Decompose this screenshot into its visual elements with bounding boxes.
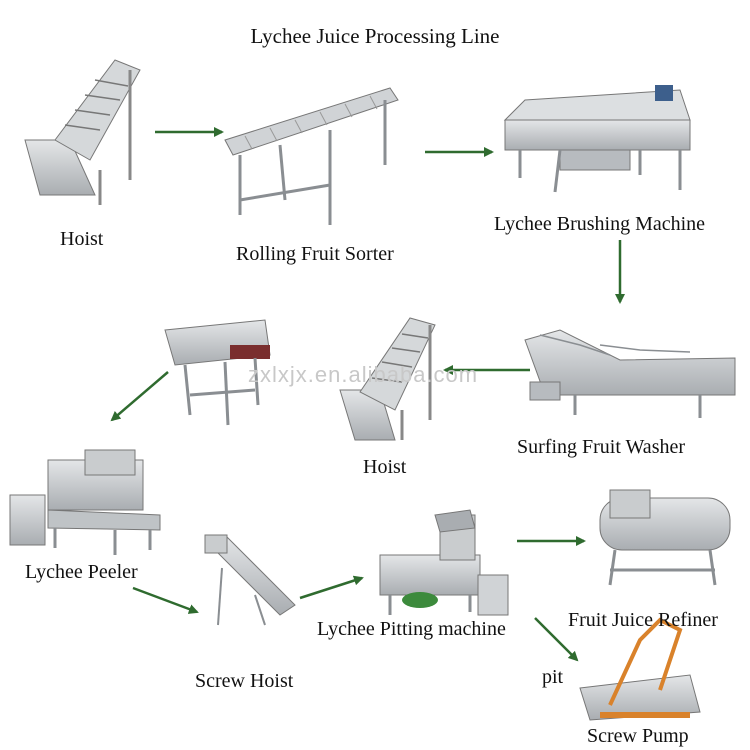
vibrating-sieve-machine <box>164 319 271 426</box>
surfing-washer-machine <box>524 329 736 418</box>
label-hoist-1: Hoist <box>60 228 104 250</box>
label-surfing-washer: Surfing Fruit Washer <box>517 436 686 458</box>
arrow-sieve-to-peeler <box>110 371 169 422</box>
label-pit: pit <box>542 666 564 688</box>
label-hoist-2: Hoist <box>363 456 407 478</box>
hoist-2-machine <box>339 317 436 441</box>
label-peeler: Lychee Peeler <box>25 561 138 583</box>
flow-arrows <box>110 127 625 662</box>
label-rolling-sorter: Rolling Fruit Sorter <box>236 243 394 265</box>
diagram-title: Lychee Juice Processing Line <box>250 24 500 48</box>
brushing-machine <box>503 85 691 193</box>
arrow-peeler-to-screw-hoist <box>132 586 199 614</box>
screw-pump-machine <box>579 617 701 721</box>
pitting-machine <box>379 509 509 616</box>
label-screw-hoist: Screw Hoist <box>195 670 294 692</box>
arrow-pitting-to-pump <box>534 617 579 662</box>
screw-hoist-machine <box>204 534 296 626</box>
rolling-sorter-machine <box>224 87 399 225</box>
arrow-screw-hoist-to-pitting <box>299 575 364 600</box>
label-screw-pump: Screw Pump <box>587 725 689 747</box>
refiner-machine <box>599 489 731 586</box>
peeler-machine <box>9 449 161 555</box>
label-refiner: Fruit Juice Refiner <box>568 609 718 631</box>
hoist-1-machine <box>24 59 141 205</box>
label-brushing: Lychee Brushing Machine <box>494 213 706 235</box>
watermark: zxlxjx.en.alibaba.com <box>248 362 479 387</box>
label-pitting: Lychee Pitting machine <box>317 618 506 640</box>
